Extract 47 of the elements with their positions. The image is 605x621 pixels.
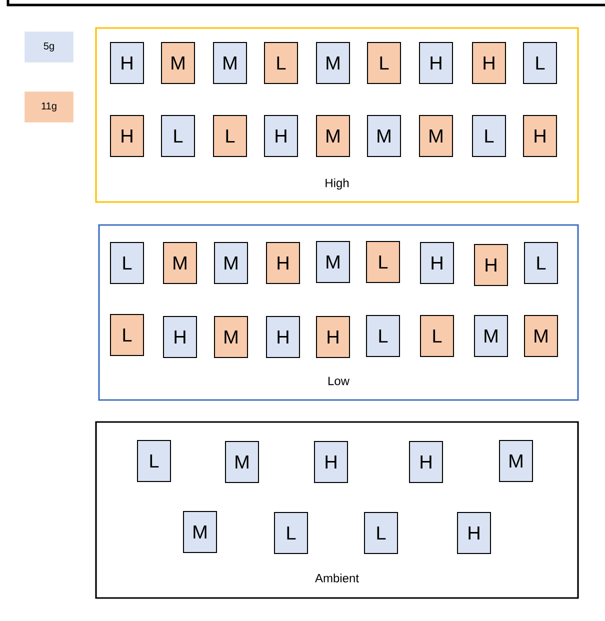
letter-box: M xyxy=(214,316,248,358)
letter-box: H xyxy=(314,441,348,483)
letter-box: M xyxy=(367,115,401,157)
letter-box: M xyxy=(474,315,508,357)
letter-box: M xyxy=(183,511,217,553)
letter-box: M xyxy=(225,441,259,483)
letter-box: L xyxy=(264,42,298,84)
letter-box: L xyxy=(110,242,144,284)
letter-box: L xyxy=(420,315,454,357)
legend-item: 11g xyxy=(24,92,74,122)
letter-box: M xyxy=(316,115,350,157)
letter-box: H xyxy=(419,42,453,84)
letter-box: H xyxy=(409,441,443,483)
legend-item: 5g xyxy=(24,32,74,62)
letter-box: H xyxy=(266,242,300,284)
letter-box: M xyxy=(524,315,558,357)
letter-box: M xyxy=(419,115,453,157)
letter-box: H xyxy=(110,115,144,157)
letter-box: H xyxy=(457,512,491,554)
letter-box: L xyxy=(472,115,506,157)
letter-box: H xyxy=(316,316,350,358)
letter-box: M xyxy=(213,42,247,84)
letter-box: M xyxy=(316,241,350,283)
letter-box: L xyxy=(213,115,247,157)
letter-box: L xyxy=(367,42,401,84)
letter-box: M xyxy=(499,440,533,482)
letter-box: L xyxy=(274,512,308,554)
letter-box: H xyxy=(266,316,300,358)
letter-box: L xyxy=(366,241,400,283)
letter-box: L xyxy=(161,115,195,157)
letter-box: H xyxy=(420,242,454,284)
letter-box: L xyxy=(137,440,171,482)
letter-box: L xyxy=(366,315,400,357)
letter-box: H xyxy=(474,244,508,286)
letter-box: L xyxy=(110,314,144,356)
letter-box: M xyxy=(316,42,350,84)
letter-box: L xyxy=(523,42,557,84)
letter-box: H xyxy=(110,42,144,84)
letter-box: H xyxy=(264,115,298,157)
letter-box: H xyxy=(472,42,506,84)
letter-box: L xyxy=(364,512,398,554)
letter-box: M xyxy=(161,42,195,84)
letter-box: L xyxy=(524,242,558,284)
letter-box: M xyxy=(214,242,248,284)
letter-box: M xyxy=(163,242,197,284)
letter-box: H xyxy=(163,316,197,358)
letter-box: H xyxy=(523,115,557,157)
